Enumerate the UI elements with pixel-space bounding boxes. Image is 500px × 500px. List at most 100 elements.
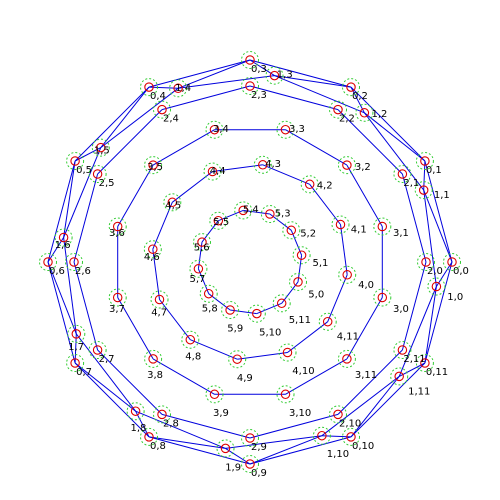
node-label: 2,3 — [251, 90, 267, 101]
node-halo — [153, 405, 171, 424]
edge-ring-1-5 — [63, 147, 102, 238]
edge-ring-1-7 — [75, 333, 136, 412]
node-label: 4,0 — [358, 280, 374, 291]
node-marker — [245, 55, 255, 65]
node-label: 4,5 — [165, 200, 181, 211]
edge-ring-3-2 — [285, 129, 348, 166]
node-marker — [92, 169, 103, 179]
node-label: 3,5 — [147, 162, 163, 173]
edge-cross-0-1b-8 — [148, 436, 226, 449]
node-marker — [238, 205, 248, 216]
node-label: 1,7 — [68, 342, 84, 353]
node-label: 0,11 — [426, 367, 448, 378]
node-label: 4,3 — [265, 159, 281, 170]
node-marker — [70, 358, 80, 368]
node-label: 0,10 — [352, 441, 374, 452]
node-marker — [342, 270, 352, 280]
node-label: 0,4 — [150, 91, 166, 102]
edge-ring-0-10 — [350, 362, 426, 438]
node-label: 1,5 — [94, 146, 110, 157]
node-marker — [245, 81, 255, 91]
edge-ring-1-10 — [321, 376, 400, 437]
edge-cross-0-1-8 — [135, 410, 150, 438]
node-label: 0,1 — [426, 165, 442, 176]
node-halo — [272, 294, 291, 313]
node-halo — [247, 304, 266, 323]
node-label: 3,7 — [109, 304, 125, 315]
node-marker — [280, 389, 291, 400]
node-halo — [153, 100, 171, 119]
node-halo — [189, 259, 208, 278]
node-marker — [232, 354, 242, 364]
node-halo — [318, 312, 337, 331]
node-marker — [447, 257, 457, 267]
node-halo — [415, 354, 434, 372]
node-label: 4,6 — [144, 252, 160, 263]
edge-ring-1-1 — [364, 112, 425, 191]
edge-cross-0-1-4 — [148, 86, 179, 89]
edge-cross-0-1b-3 — [177, 59, 251, 89]
node-4-8: 4,8 — [181, 330, 201, 363]
edge-cross-0-1b-7 — [74, 362, 136, 412]
node-marker — [144, 432, 154, 442]
node-marker — [397, 345, 408, 355]
node-marker — [69, 257, 79, 267]
node-5-7: 5,7 — [189, 259, 208, 285]
node-marker — [420, 358, 430, 368]
node-5-2: 5,2 — [282, 221, 316, 240]
node-label: 1,4 — [175, 83, 191, 94]
edge-ring-0-8 — [148, 436, 251, 465]
edge-ring-3-11 — [346, 297, 383, 360]
node-marker — [203, 288, 214, 299]
node-marker — [346, 82, 356, 92]
node-marker — [112, 221, 123, 232]
node-1-4: 1,4 — [169, 79, 191, 98]
node-halo — [427, 277, 446, 296]
edge-ring-4-7 — [159, 299, 191, 341]
edge-cross-0-1b-11 — [424, 286, 437, 364]
node-label: 1,8 — [131, 423, 147, 434]
nodes-layer: 0,00,10,20,30,40,50,60,70,80,90,100,111,… — [39, 51, 469, 479]
edge-ring-2-1 — [337, 109, 403, 175]
node-0-3: 0,3 — [241, 51, 267, 75]
node-halo — [205, 385, 224, 404]
node-halo — [54, 228, 73, 247]
node-halo — [144, 156, 163, 175]
edge-ring-0-4 — [74, 86, 150, 162]
edge-ring-0-6 — [47, 261, 76, 364]
edge-ring-2-3 — [161, 85, 251, 111]
node-1-0: 1,0 — [427, 277, 463, 303]
node-halo — [414, 181, 433, 200]
node-label: 3,4 — [213, 124, 229, 135]
node-halo — [91, 138, 110, 157]
node-label: 3,9 — [213, 408, 229, 419]
node-marker — [173, 83, 183, 94]
node-5-11: 5,11 — [272, 294, 311, 326]
node-label: 4,2 — [317, 180, 333, 191]
edge-cross-0-1-5 — [74, 147, 102, 162]
node-2-2: 2,2 — [329, 100, 355, 125]
node-marker — [359, 108, 370, 118]
node-label: 2,8 — [163, 418, 179, 429]
node-1-6: 1,6 — [54, 228, 73, 251]
node-3-4: 3,4 — [205, 120, 229, 139]
node-marker — [148, 160, 158, 170]
node-halo — [289, 272, 307, 291]
node-0-10: 0,10 — [342, 427, 374, 452]
node-label: 5,5 — [213, 217, 229, 228]
node-halo — [393, 341, 412, 359]
edge-ring-2-8 — [161, 413, 251, 439]
node-marker — [258, 160, 268, 170]
node-halo — [181, 330, 200, 349]
node-marker — [252, 308, 262, 319]
node-marker — [154, 294, 165, 305]
node-label: 1,10 — [327, 449, 349, 460]
edge-ring-1-4 — [100, 87, 179, 148]
node-label: 3,6 — [109, 228, 125, 239]
node-halo — [292, 246, 311, 265]
node-label: 3,1 — [393, 228, 409, 239]
node-marker — [333, 104, 343, 115]
node-label: 0,9 — [251, 468, 267, 479]
node-label: 0,7 — [76, 367, 92, 378]
node-label: 1,0 — [447, 292, 463, 303]
